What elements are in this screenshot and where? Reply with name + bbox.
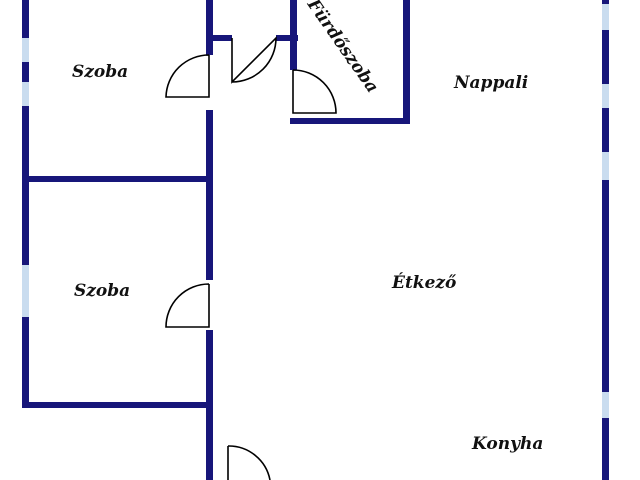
window-right-1 bbox=[602, 4, 609, 30]
window-left-2 bbox=[22, 82, 29, 106]
label-furdoszoba: Fürdőszoba bbox=[302, 0, 382, 97]
wall-wc-bath bbox=[290, 0, 297, 70]
wall-bath-bottom bbox=[290, 118, 410, 124]
door-szoba-top bbox=[165, 54, 210, 98]
wall-room-bottom bbox=[22, 402, 212, 408]
wall-inner-vertical-low bbox=[206, 330, 213, 480]
wall-corridor-stub-right bbox=[276, 35, 298, 41]
walls bbox=[22, 0, 609, 480]
room-labels: Szoba Szoba Fürdőszoba Nappali Étkező Ko… bbox=[72, 0, 543, 454]
wall-room-divider bbox=[22, 176, 212, 182]
windows bbox=[22, 4, 609, 418]
wall-bath-right bbox=[403, 0, 410, 124]
label-szoba-top: Szoba bbox=[72, 62, 128, 82]
window-right-4 bbox=[602, 392, 609, 418]
wall-inner-vertical-top bbox=[206, 0, 213, 55]
label-etkezo: Étkező bbox=[391, 272, 457, 293]
wall-left-outer bbox=[22, 0, 29, 408]
label-nappali: Nappali bbox=[453, 73, 528, 93]
window-right-2 bbox=[602, 84, 609, 108]
window-left-3 bbox=[22, 265, 29, 317]
wall-corridor-stub-left bbox=[206, 35, 232, 41]
door-konyha bbox=[227, 445, 271, 480]
label-konyha: Konyha bbox=[471, 434, 543, 454]
wall-right-outer bbox=[602, 0, 609, 480]
window-left-1 bbox=[22, 38, 29, 62]
window-right-3 bbox=[602, 152, 609, 180]
door-corridor bbox=[231, 36, 277, 84]
label-szoba-bottom: Szoba bbox=[74, 281, 130, 301]
doors bbox=[165, 36, 337, 480]
door-furdoszoba bbox=[292, 69, 337, 114]
door-szoba-bottom bbox=[165, 283, 210, 328]
wall-inner-vertical-mid bbox=[206, 110, 213, 280]
